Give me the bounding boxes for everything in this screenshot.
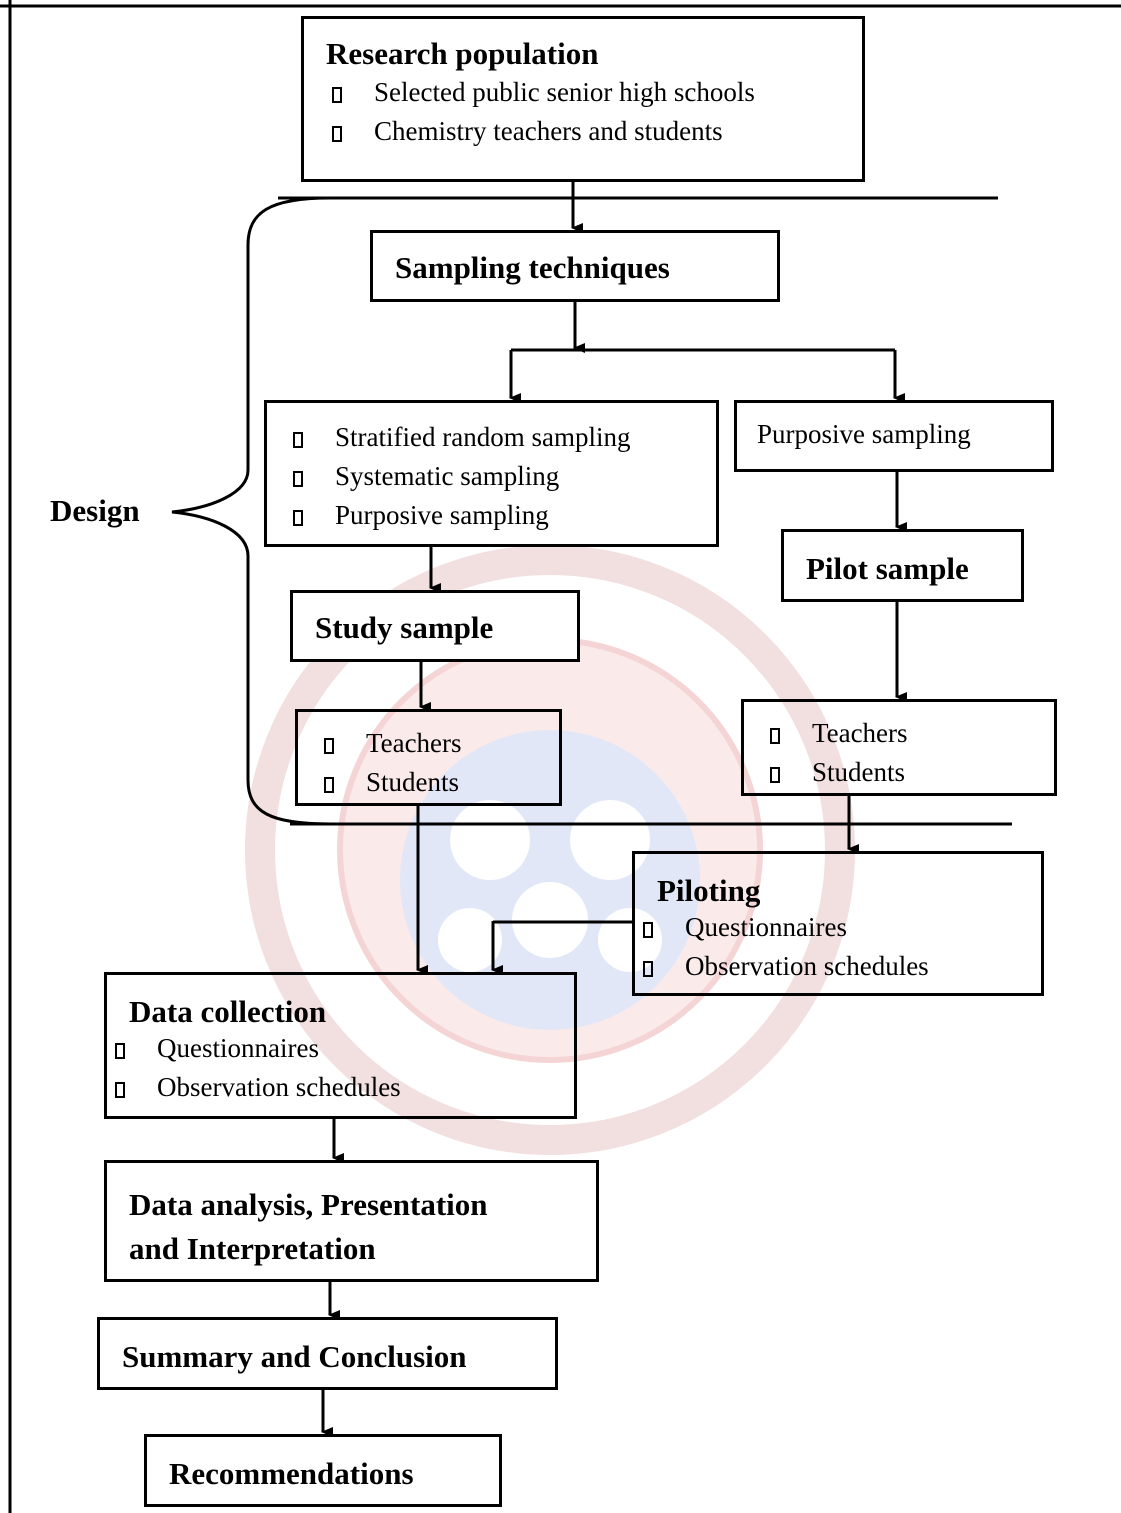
data-collection-box: Data collection Questionnaires Observati…: [104, 972, 577, 1119]
pilot-participants-box: Teachers Students: [741, 699, 1057, 796]
list-item: Teachers: [764, 714, 1054, 753]
bullet-icon: [293, 432, 303, 448]
bullet-icon: [293, 510, 303, 526]
bullet-icon: [324, 738, 334, 754]
pilot-sample-box: Pilot sample: [781, 529, 1024, 602]
bullet-icon: [332, 126, 342, 142]
list-item: Questionnaires: [637, 908, 1041, 947]
data-analysis-title-line-2: and Interpretation: [129, 1231, 376, 1266]
recommendations-title: Recommendations: [169, 1456, 414, 1491]
purposive-sampling-box: Purposive sampling: [734, 400, 1054, 472]
bullet-icon: [324, 777, 334, 793]
study-sample-box: Study sample: [290, 590, 580, 662]
list-item: Systematic sampling: [287, 457, 716, 496]
bullet-icon: [293, 471, 303, 487]
sampling-techniques-title: Sampling techniques: [395, 250, 670, 285]
data-analysis-title-line-1: Data analysis, Presentation: [129, 1187, 488, 1222]
list-item: Purposive sampling: [287, 496, 716, 535]
sampling-methods-box: Stratified random sampling Systematic sa…: [264, 400, 719, 547]
bullet-icon: [332, 87, 342, 103]
data-collection-title: Data collection: [129, 994, 327, 1029]
list-item: Students: [764, 753, 1054, 792]
design-label: Design: [50, 493, 140, 528]
recommendations-box: Recommendations: [144, 1434, 502, 1507]
list-item: Teachers: [318, 724, 559, 763]
study-participants-box: Teachers Students: [295, 709, 562, 806]
list-item: Observation schedules: [637, 947, 1041, 986]
bullet-icon: [770, 728, 780, 744]
university-seal-watermark: [245, 545, 855, 1155]
bullet-icon: [643, 961, 653, 977]
list-item: Students: [318, 763, 559, 802]
pilot-sample-title: Pilot sample: [806, 551, 969, 586]
bullet-icon: [115, 1082, 125, 1098]
list-item: Selected public senior high schools: [326, 73, 862, 112]
research-population-title: Research population: [326, 36, 599, 71]
piloting-title: Piloting: [657, 873, 761, 908]
study-sample-title: Study sample: [315, 610, 494, 645]
bullet-icon: [770, 767, 780, 783]
research-population-box: Research population Selected public seni…: [301, 16, 865, 182]
summary-conclusion-box: Summary and Conclusion: [97, 1317, 558, 1390]
list-item: Chemistry teachers and students: [326, 112, 862, 151]
bullet-icon: [643, 922, 653, 938]
list-item: Stratified random sampling: [287, 418, 716, 457]
bullet-icon: [115, 1043, 125, 1059]
list-item: Observation schedules: [109, 1068, 574, 1107]
piloting-box: Piloting Questionnaires Observation sche…: [632, 851, 1044, 996]
summary-conclusion-title: Summary and Conclusion: [122, 1339, 467, 1374]
sampling-techniques-box: Sampling techniques: [370, 230, 780, 302]
list-item: Questionnaires: [109, 1029, 574, 1068]
data-analysis-box: Data analysis, Presentation and Interpre…: [104, 1160, 599, 1282]
purposive-sampling-label: Purposive sampling: [757, 419, 971, 449]
